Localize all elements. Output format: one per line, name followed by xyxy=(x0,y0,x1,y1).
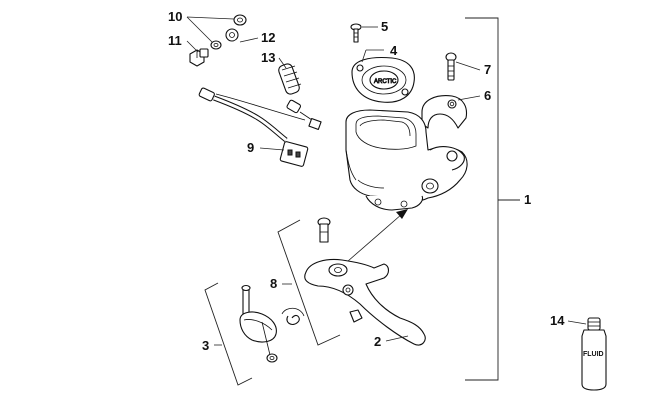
callout-2: 2 xyxy=(374,334,381,349)
adjuster-part-3 xyxy=(239,284,278,363)
callout-14: 14 xyxy=(550,313,565,328)
bracket-8 xyxy=(277,219,341,346)
brake-lever-part-2 xyxy=(304,258,426,346)
fluid-bottle-part-14: FLUID xyxy=(581,317,607,391)
clamp-bolt-part-7 xyxy=(445,52,457,81)
screw-part-5 xyxy=(350,23,362,43)
callout-labels: 1 2 3 4 5 6 7 8 9 10 11 12 13 14 xyxy=(168,9,565,353)
callout-12: 12 xyxy=(261,30,275,45)
pivot-bolt-part-8 xyxy=(281,217,363,325)
callout-3: 3 xyxy=(202,338,209,353)
callout-8: 8 xyxy=(270,276,277,291)
clamp-part-6 xyxy=(421,95,468,129)
assembly-bracket-1 xyxy=(465,17,520,381)
callout-6: 6 xyxy=(484,88,491,103)
bracket-3 xyxy=(204,282,253,386)
assembly-arrow xyxy=(339,209,408,269)
leader-lines xyxy=(186,16,587,346)
hose-sleeve-part-13 xyxy=(278,63,302,95)
brake-hose-part-12 xyxy=(225,28,319,125)
banjo-bolt-part-11 xyxy=(189,48,209,67)
brake-switch-part-9 xyxy=(198,87,322,167)
callout-9: 9 xyxy=(247,140,254,155)
callout-1: 1 xyxy=(524,192,531,207)
callout-7: 7 xyxy=(484,62,491,77)
callout-13: 13 xyxy=(261,50,275,65)
bottle-label: FLUID xyxy=(583,351,604,358)
reservoir-cap-part-4: ARCTIC xyxy=(351,56,415,103)
callout-5: 5 xyxy=(381,19,388,34)
callout-4: 4 xyxy=(390,43,398,58)
svg-text:ARCTIC: ARCTIC xyxy=(374,79,397,85)
master-cylinder-body xyxy=(345,109,468,211)
callout-10: 10 xyxy=(168,9,182,24)
washer-part-10 xyxy=(210,14,247,50)
callout-11: 11 xyxy=(168,33,182,48)
